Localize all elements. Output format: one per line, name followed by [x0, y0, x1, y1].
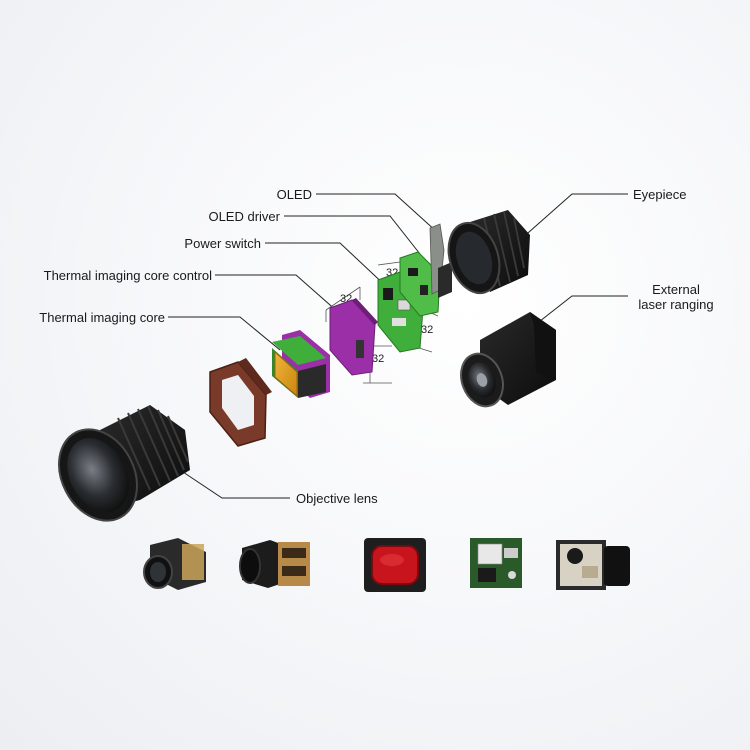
module-5-icon	[556, 540, 630, 590]
label-core: Thermal imaging core	[39, 310, 165, 325]
label-laser-line1: External	[652, 282, 700, 297]
thermal-imaging-core	[272, 330, 330, 398]
label-laser-ranging: External laser ranging	[626, 282, 726, 312]
objective-lens	[58, 405, 190, 522]
core-bracket	[209, 358, 272, 447]
leader-oled	[316, 193, 438, 233]
oled-driver-board	[399, 251, 441, 317]
label-core-control: Thermal imaging core control	[43, 268, 212, 283]
leader-power-switch	[265, 242, 391, 291]
dim-core-control-height: 32	[372, 353, 384, 365]
label-objective-lens: Objective lens	[296, 491, 378, 506]
leader-lines	[168, 193, 628, 499]
eyepiece	[447, 210, 530, 295]
label-power-switch: Power switch	[184, 236, 261, 251]
product-row	[143, 538, 630, 592]
module-1-icon	[143, 538, 206, 590]
module-2-icon	[239, 540, 310, 588]
oled-display	[429, 223, 452, 298]
leader-objective	[179, 469, 290, 499]
dim-driver-height: 32	[421, 324, 433, 336]
core-control-board	[329, 298, 378, 376]
leader-oled-driver	[284, 215, 421, 255]
leader-laser	[534, 295, 628, 326]
module-3-icon	[364, 538, 426, 592]
label-laser-line2: laser ranging	[638, 297, 714, 312]
leader-eyepiece	[519, 193, 628, 241]
module-4-icon	[470, 538, 522, 588]
label-eyepiece: Eyepiece	[633, 187, 687, 202]
leader-core-control	[215, 274, 339, 313]
laser-ranging-module	[460, 312, 556, 408]
label-oled: OLED	[276, 187, 312, 202]
label-oled-driver: OLED driver	[208, 209, 280, 224]
leader-core	[168, 316, 281, 351]
